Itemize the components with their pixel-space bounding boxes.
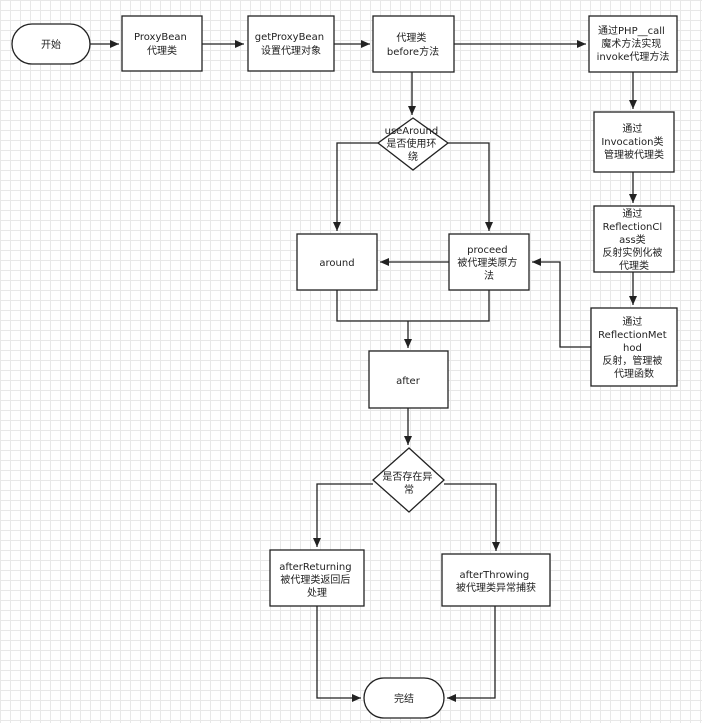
- getproxybean-node: getProxyBean 设置代理对象: [247, 15, 335, 72]
- edge-afterthrowing-end: [447, 606, 496, 702]
- after-label: after: [396, 376, 421, 387]
- exception-decision: 是否存在异 常: [372, 447, 445, 513]
- usearound-label-line: 是否使用环: [386, 137, 436, 150]
- afterreturning-node: afterReturning 被代理类返回后 处理: [269, 549, 365, 607]
- usearound-decision: useAround 是否使用环 绕: [376, 117, 450, 171]
- usearound-label-line: useAround: [385, 126, 439, 137]
- proxybean-label-line: 代理类: [147, 44, 177, 57]
- svg-text:afterThrowing 被代理类异常捕获: afterThrowing 被代理类异常捕获: [456, 570, 536, 594]
- reflectionmethod-label-line: ReflectionMet: [598, 330, 667, 341]
- end-node: 完结: [363, 677, 445, 719]
- svg-text:代理类 before方法: 代理类 before方法: [387, 31, 439, 58]
- svg-text:getProxyBean 设置代理对象: getProxyBean 设置代理对象: [255, 32, 327, 57]
- edge-merge-around-proceed: [336, 290, 490, 322]
- svg-text:ProxyBean 代理类: ProxyBean 代理类: [134, 32, 190, 57]
- exception-label-line: 是否存在异: [382, 470, 432, 483]
- reflectionmethod-label-line: 反射，管理被: [602, 354, 662, 367]
- around-node: around: [296, 233, 378, 291]
- reflectionmethod-label-line: 代理函数: [614, 367, 654, 380]
- end-label: 完结: [394, 692, 414, 705]
- start-label: 开始: [41, 38, 61, 51]
- reflectionclass-label-line: ReflectionCl: [603, 222, 663, 233]
- proceed-label-line: 被代理类原方: [457, 256, 517, 269]
- svg-text:useAround 是否使用环 绕: useAround 是否使用环 绕: [385, 126, 442, 163]
- invocation-node: 通过 Invocation类 管理被代理类: [593, 111, 675, 173]
- edge-exception-afterreturning: [313, 483, 373, 547]
- reflectionclass-label-line: 反射实例化被: [602, 246, 662, 259]
- proxybean-node: ProxyBean 代理类: [121, 15, 203, 72]
- phpcall-label-line: invoke代理方法: [597, 50, 670, 63]
- before-label-line: before方法: [387, 45, 439, 58]
- svg-text:通过 ReflectionCl as: 通过 ReflectionCl ass类 反射实例化被 代理类: [602, 207, 665, 272]
- getproxybean-label-line: getProxyBean: [255, 32, 324, 43]
- proceed-node: proceed 被代理类原方 法: [448, 233, 530, 291]
- edge-exception-afterthrowing: [444, 483, 500, 551]
- before-label-line: 代理类: [396, 31, 426, 44]
- proceed-label-line: proceed: [467, 245, 508, 256]
- phpcall-label-line: 通过PHP__call: [598, 24, 665, 37]
- around-label: around: [319, 258, 354, 269]
- edge-usearound-proceed: [448, 142, 493, 231]
- after-node: after: [368, 350, 449, 409]
- svg-text:proceed 被代理类原方 法: proceed 被代理类原方 法: [457, 245, 520, 282]
- reflectionclass-label-line: 通过: [622, 207, 642, 220]
- svg-text:通过 ReflectionMet h: 通过 ReflectionMet hod 反射，管理被 代理函数: [598, 315, 670, 380]
- invocation-label-line: 通过: [622, 122, 642, 135]
- svg-text:通过PHP__call 魔术方法实现: 通过PHP__call 魔术方法实现 invoke代理方法: [597, 24, 670, 63]
- start-node: 开始: [11, 23, 91, 65]
- invocation-label-line: Invocation类: [601, 135, 663, 148]
- svg-text:通过 Invocation类 管理被: 通过 Invocation类 管理被代理类: [601, 122, 666, 161]
- invocation-label-line: 管理被代理类: [604, 148, 664, 161]
- reflectionclass-label-line: 代理类: [619, 259, 649, 272]
- before-node: 代理类 before方法: [372, 15, 455, 73]
- edge-usearound-around: [333, 142, 378, 231]
- phpcall-label-line: 魔术方法实现: [601, 37, 661, 50]
- svg-text:afterReturning 被代理类返回后: afterReturning 被代理类返回后 处理: [279, 562, 355, 599]
- afterthrowing-node: afterThrowing 被代理类异常捕获: [441, 553, 551, 607]
- usearound-label-line: 绕: [408, 150, 418, 163]
- afterreturning-label-line: 被代理类返回后: [280, 573, 350, 586]
- svg-text:是否存在异 常: 是否存在异 常: [382, 470, 435, 496]
- reflectionmethod-label-line: 通过: [622, 315, 642, 328]
- getproxybean-label-line: 设置代理对象: [261, 44, 321, 57]
- edge-reflectionmethod-proceed: [532, 258, 591, 348]
- afterthrowing-label-line: afterThrowing: [460, 570, 530, 581]
- reflectionclass-node: 通过 ReflectionCl ass类 反射实例化被 代理类: [593, 205, 675, 273]
- afterthrowing-label-line: 被代理类异常捕获: [456, 581, 536, 594]
- afterreturning-label-line: 处理: [307, 587, 327, 599]
- proceed-label-line: 法: [484, 269, 494, 282]
- exception-label-line: 常: [404, 483, 414, 496]
- connectors: [90, 40, 637, 702]
- reflectionmethod-label-line: hod: [623, 343, 642, 354]
- afterreturning-label-line: afterReturning: [279, 562, 351, 573]
- phpcall-node: 通过PHP__call 魔术方法实现 invoke代理方法: [588, 15, 678, 73]
- reflectionmethod-node: 通过 ReflectionMet hod 反射，管理被 代理函数: [590, 307, 678, 387]
- reflectionclass-label-line: ass类: [619, 233, 646, 246]
- proxybean-label-line: ProxyBean: [134, 32, 187, 43]
- edge-afterreturning-end: [316, 606, 361, 702]
